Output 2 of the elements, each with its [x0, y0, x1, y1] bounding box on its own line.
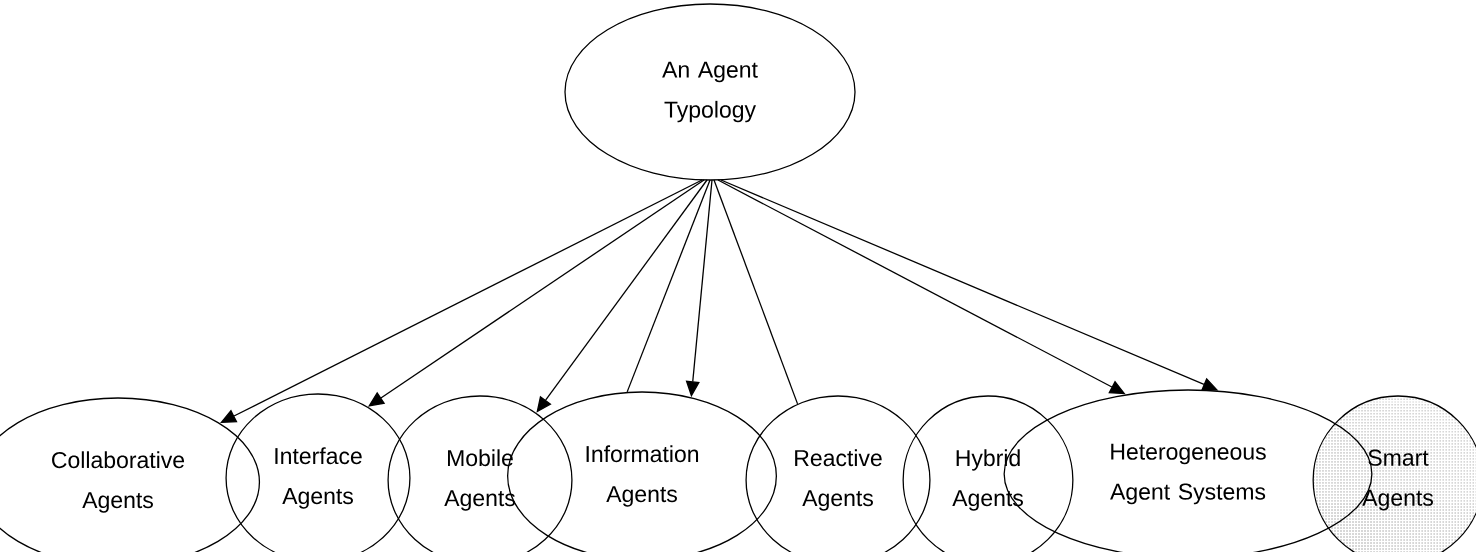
ellipse-node: An Agent Typology [564, 3, 856, 181]
arrow [536, 179, 708, 413]
